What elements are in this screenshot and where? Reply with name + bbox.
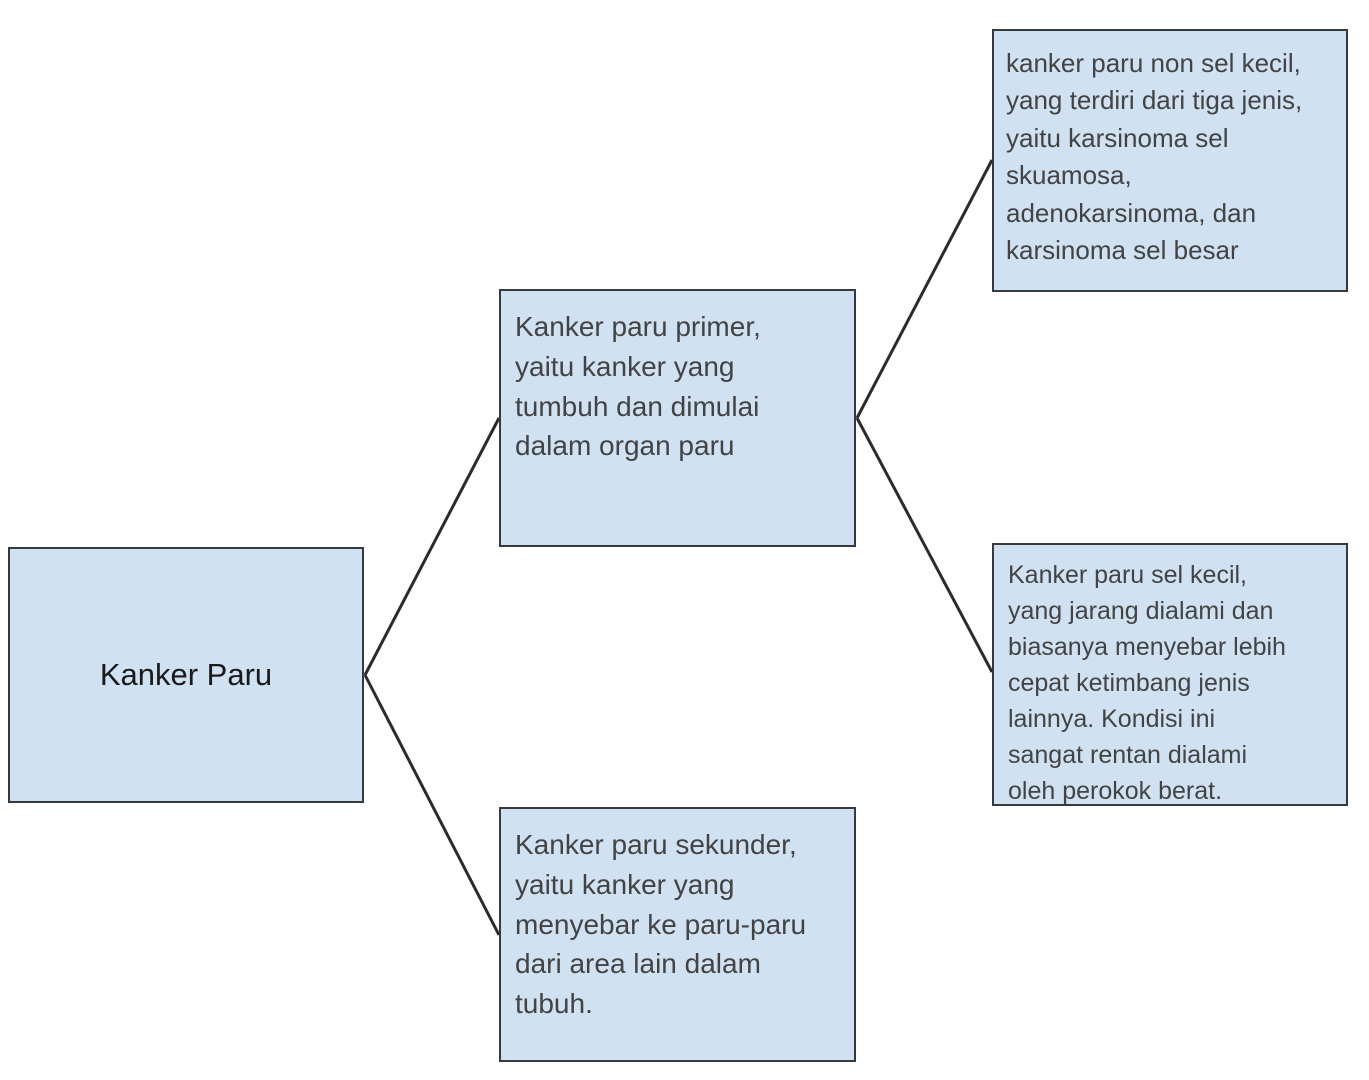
node-kanker-paru-non-sel-kecil[interactable]: kanker paru non sel kecil, yang terdiri … — [992, 29, 1348, 292]
node-root-label: Kanker Paru — [99, 656, 273, 692]
edge-root-to-primer — [363, 417, 501, 676]
node-primer-label: Kanker paru primer, yaitu kanker yang tu… — [515, 311, 761, 462]
edge-primer-to-nsclc — [855, 159, 994, 419]
edge-root-to-sekunder — [363, 674, 501, 936]
node-kanker-paru-primer[interactable]: Kanker paru primer, yaitu kanker yang tu… — [499, 289, 856, 547]
node-kanker-paru-root[interactable]: Kanker Paru — [8, 547, 364, 803]
node-sekunder-label: Kanker paru sekunder, yaitu kanker yang … — [515, 829, 807, 1019]
node-sclc-label: Kanker paru sel kecil, yang jarang diala… — [1008, 561, 1286, 805]
node-nsclc-label: kanker paru non sel kecil, yang terdiri … — [1006, 48, 1303, 266]
node-kanker-paru-sekunder[interactable]: Kanker paru sekunder, yaitu kanker yang … — [499, 807, 856, 1062]
edge-primer-to-sclc — [855, 417, 994, 673]
node-kanker-paru-sel-kecil[interactable]: Kanker paru sel kecil, yang jarang diala… — [992, 543, 1348, 806]
